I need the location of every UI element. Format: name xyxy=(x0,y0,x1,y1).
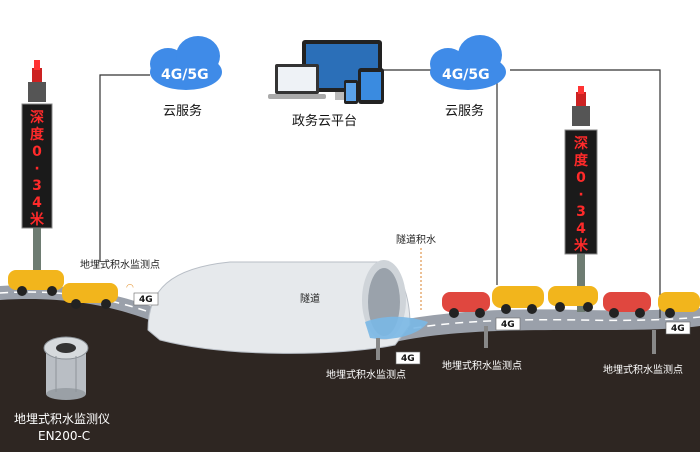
sensor-tag: 4G xyxy=(501,320,515,330)
platform-devices-icon xyxy=(268,40,384,104)
sign-left: 深度0·34米 xyxy=(21,60,53,290)
sensor-point: 4G 地埋式积水监测点 xyxy=(603,321,691,376)
sensor-tag: 4G xyxy=(139,295,153,305)
sign-char: 米 xyxy=(30,211,45,228)
wifi-icon: ◠ xyxy=(126,283,134,293)
sign-char: 3 xyxy=(32,178,42,194)
sign-char: 0 xyxy=(32,144,42,160)
sign-right: 深度0·34米 xyxy=(564,86,598,312)
sensor-point: 地埋式积水监测点 4G ◠ xyxy=(80,258,160,306)
platform-caption: 政务云平台 xyxy=(292,113,357,129)
device-model: EN200-C xyxy=(38,429,90,443)
sign-char: 深 xyxy=(30,109,44,126)
tunnel-water xyxy=(365,316,428,340)
sign-char: · xyxy=(578,187,583,203)
car xyxy=(658,292,700,318)
car xyxy=(62,283,118,309)
car xyxy=(492,286,544,314)
car xyxy=(603,292,651,318)
cloud-left-caption: 云服务 xyxy=(163,103,202,119)
device-name: 地埋式积水监测仪 xyxy=(14,412,110,426)
sign-char: 深 xyxy=(574,135,588,152)
cars xyxy=(8,270,700,318)
sensor-label: 地埋式积水监测点 xyxy=(326,368,406,381)
sensor-point: 4G 地埋式积水监测点 xyxy=(442,317,522,372)
sign-char: 度 xyxy=(574,152,589,169)
car xyxy=(442,292,490,318)
sensor-tag: 4G xyxy=(671,324,685,334)
sign-char: 4 xyxy=(576,221,586,237)
sign-char: 米 xyxy=(574,237,589,254)
cloud-right-label: 4G/5G xyxy=(442,67,490,83)
cloud-right: 4G/5G 云服务 xyxy=(430,35,506,119)
sensor-label: 地埋式积水监测点 xyxy=(442,359,522,372)
cloud-right-caption: 云服务 xyxy=(445,103,484,119)
car xyxy=(548,286,598,312)
sensor-device-icon xyxy=(43,336,89,400)
sensor-label: 地埋式积水监测点 xyxy=(603,363,683,376)
connection-lines xyxy=(99,69,661,318)
sensor-point: 4G 地埋式积水监测点 xyxy=(326,338,421,381)
sign-char: 度 xyxy=(30,126,45,143)
sign-char: 3 xyxy=(576,204,586,220)
sign-char: 0 xyxy=(576,170,586,186)
sensor-label: 地埋式积水监测点 xyxy=(80,258,160,271)
cloud-left: 4G/5G 云服务 xyxy=(150,36,222,119)
tunnel-label: 隧道 xyxy=(300,292,320,305)
tunnel: 隧道 xyxy=(147,260,411,354)
sensor-tag: 4G xyxy=(401,354,415,364)
cloud-left-label: 4G/5G xyxy=(161,67,209,83)
car xyxy=(8,270,64,296)
sign-char: · xyxy=(34,161,39,177)
sign-char: 4 xyxy=(32,195,42,211)
tunnel-water-label: 隧道积水 xyxy=(396,233,436,246)
